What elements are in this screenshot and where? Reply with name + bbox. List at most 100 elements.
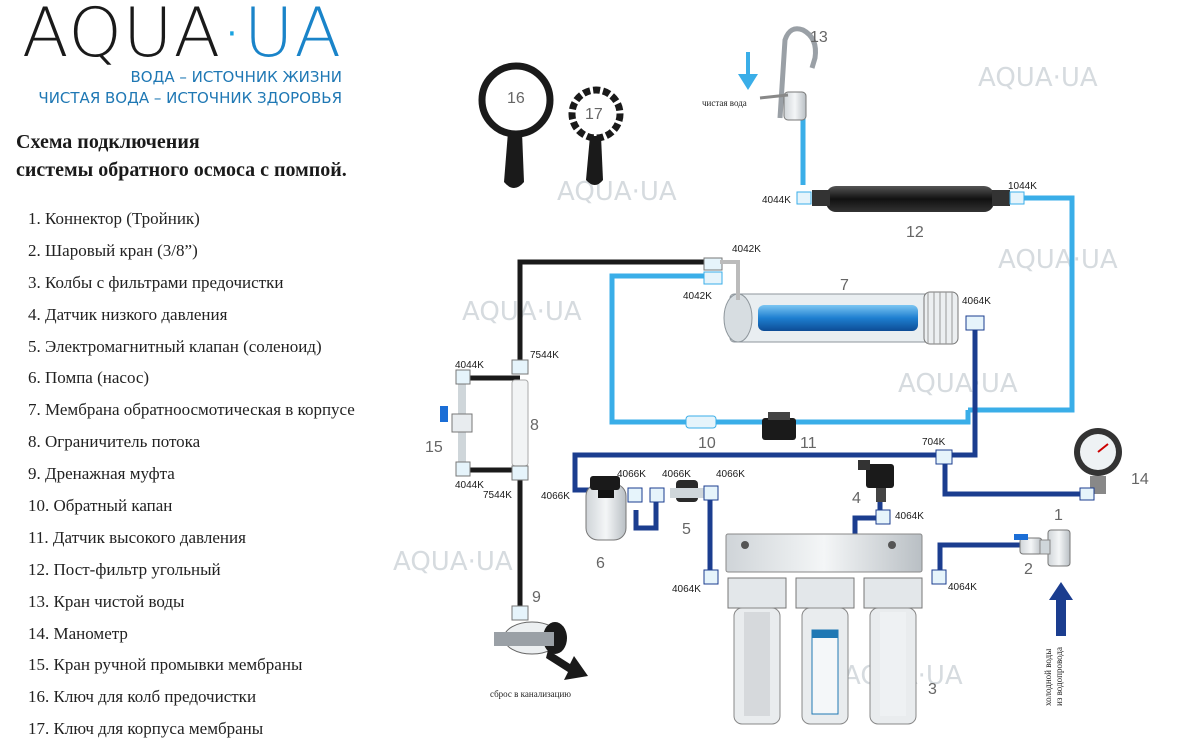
clean-water-caption: чистая вода — [702, 98, 747, 108]
inlet-arrow-icon — [1049, 582, 1073, 636]
flush-tube — [465, 375, 520, 473]
fitting-4042k — [703, 271, 723, 285]
clean-water-arrow-icon — [738, 52, 758, 90]
label-16: 16 — [507, 90, 525, 107]
label-8: 8 — [530, 417, 539, 434]
inlet-tube — [937, 542, 1030, 575]
fitting-label: 4064K — [948, 582, 977, 593]
fitting-label: 4066K — [541, 491, 570, 502]
legend-item: 3. Колбы с фильтрами предочистки — [28, 272, 284, 292]
legend-item: 10. Обратный капан — [28, 496, 173, 516]
check-valve — [685, 415, 717, 429]
legend-item: 14. Манометр — [28, 623, 128, 643]
pressure-gauge — [1074, 428, 1122, 501]
ball-valve-handle-icon[interactable] — [1014, 534, 1028, 540]
legend-item: 17. Ключ для корпуса мембраны — [28, 719, 264, 739]
flush-valve[interactable] — [440, 369, 473, 477]
watermark: AQUA·UA — [978, 63, 1098, 93]
permeate-tube — [968, 195, 1075, 413]
label-5: 5 — [682, 521, 691, 538]
label-4: 4 — [852, 490, 861, 507]
fitting-label: 4066K — [716, 469, 745, 480]
feed-tube — [572, 330, 978, 493]
drain-caption: сброс в канализацию — [490, 689, 571, 699]
label-15: 15 — [425, 439, 443, 456]
permeate-tube — [609, 273, 971, 425]
fitting-label: 4042K — [683, 291, 712, 302]
fitting-label: 4064K — [895, 511, 924, 522]
fitting-label: 4064K — [962, 296, 991, 307]
label-7: 7 — [840, 277, 849, 294]
fitting-label: 4044K — [455, 480, 484, 491]
fitting-label: 4044K — [455, 360, 484, 371]
tee-connector — [1039, 529, 1071, 567]
prefilter-housing-1 — [727, 577, 787, 725]
fitting-label: 7544K — [530, 350, 559, 361]
fitting-704k — [935, 449, 953, 465]
label-1: 1 — [1054, 507, 1063, 524]
label-9: 9 — [532, 589, 541, 606]
legend-item: 13. Кран чистой воды — [28, 591, 185, 611]
faucet — [777, 26, 818, 119]
watermark: AQUA·UA — [393, 547, 513, 577]
high-pressure-switch — [762, 412, 796, 440]
label-14: 14 — [1131, 471, 1149, 488]
logo-dot: · — [221, 0, 244, 73]
fitting-label: 4044K — [762, 195, 791, 206]
watermark: AQUA·UA — [998, 245, 1118, 275]
drain-saddle — [494, 605, 588, 680]
fitting-label: 4042K — [732, 244, 761, 255]
legend-item: 1. Коннектор (Тройник) — [28, 209, 200, 228]
slogan-1: ВОДА – ИСТОЧНИК ЖИЗНИ — [130, 68, 342, 86]
diagram-title: Схема подключения системы обратного осмо… — [16, 128, 347, 184]
low-pressure-switch — [858, 460, 894, 502]
component-legend: 1. Коннектор (Тройник) 2. Шаровый кран (… — [28, 203, 355, 745]
legend-item: 7. Мембрана обратноосмотическая в корпус… — [28, 400, 355, 420]
legend-item: 5. Электромагнитный клапан (соленоид) — [28, 336, 322, 356]
title-line-2: системы обратного осмоса с помпой. — [16, 159, 347, 181]
fitting-4042k — [703, 257, 723, 271]
fitting-4064k — [965, 315, 985, 331]
legend-item: 4. Датчик низкого давления — [28, 304, 228, 324]
pump-loop-tube — [633, 495, 659, 531]
label-12: 12 — [906, 224, 924, 241]
post-carbon-filter — [796, 186, 1025, 212]
slogan-2: ЧИСТАЯ ВОДА – ИСТОЧНИК ЗДОРОВЬЯ — [38, 89, 342, 107]
fitting-label: 7544K — [483, 490, 512, 501]
fitting-label: 4066K — [617, 469, 646, 480]
label-3: 3 — [928, 681, 937, 698]
solenoid-valve — [670, 480, 704, 502]
label-10: 10 — [698, 435, 716, 452]
fitting-label: 4066K — [662, 469, 691, 480]
prefilter-housing-3 — [863, 577, 923, 725]
watermark: AQUA·UA — [557, 177, 677, 207]
label-17: 17 — [585, 106, 603, 123]
prefilter-wrench-icon — [478, 62, 554, 188]
legend-item: 12. Пост-фильтр угольный — [28, 559, 221, 579]
label-13: 13 — [810, 29, 828, 46]
booster-pump — [585, 476, 627, 541]
label-6: 6 — [596, 555, 605, 572]
watermark: AQUA·UA — [898, 369, 1018, 399]
legend-item: 9. Дренажная муфта — [28, 464, 175, 484]
fitting-label: 4064K — [672, 584, 701, 595]
logo-aqua: AQUA — [22, 0, 222, 73]
fitting-label: 1044K — [1008, 181, 1037, 192]
drain-arrow-icon — [546, 650, 588, 680]
lp-switch-tube — [852, 500, 883, 535]
gauge-tube — [942, 460, 1088, 497]
title-line-1: Схема подключения — [16, 131, 200, 153]
drain-tube — [517, 259, 710, 360]
legend-item: 15. Кран ручной промывки мембраны — [28, 655, 303, 675]
prefilter-bracket — [725, 533, 923, 573]
inlet-caption: холодной воды — [1043, 649, 1053, 706]
legend-item: 11. Датчик высокого давления — [28, 527, 246, 547]
prefilter-housing-2 — [795, 577, 855, 725]
brand-logo: AQUA·UA — [22, 0, 342, 73]
label-2: 2 — [1024, 561, 1033, 578]
inlet-caption: из водопровода — [1054, 647, 1064, 706]
flush-valve-handle-icon[interactable] — [440, 406, 448, 422]
legend-item: 16. Ключ для колб предочистки — [28, 687, 257, 707]
legend-item: 2. Шаровый кран (3/8”) — [28, 240, 198, 260]
